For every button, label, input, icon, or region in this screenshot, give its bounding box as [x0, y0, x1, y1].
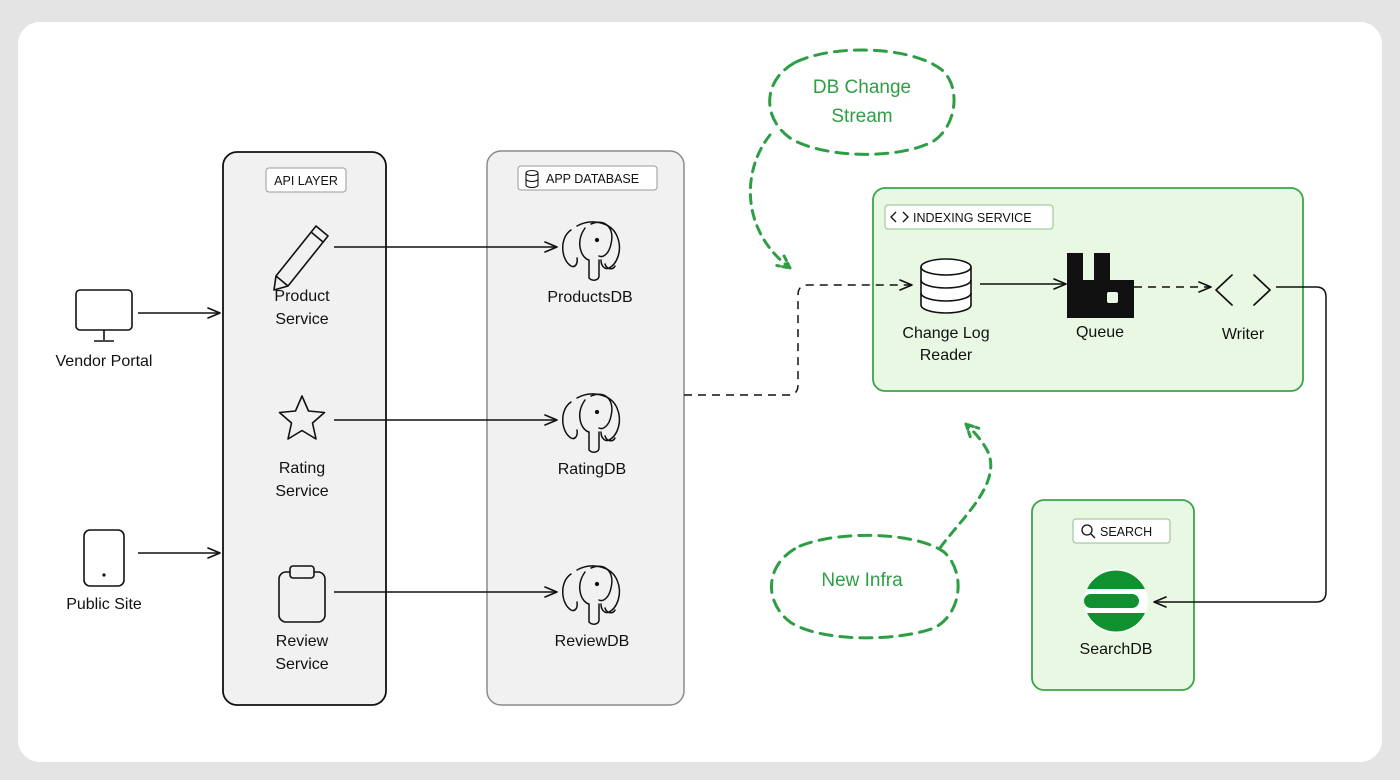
- productsdb-label: ProductsDB: [547, 289, 632, 306]
- searchdb-label: SearchDB: [1080, 641, 1153, 658]
- clipboard-icon: [278, 565, 326, 623]
- api-layer-tag: API LAYER: [265, 167, 347, 193]
- change-log-reader-label-line2: Reader: [920, 347, 973, 364]
- code-icon: [890, 211, 909, 223]
- app-database-tag: APP DATABASE: [517, 165, 658, 191]
- queue-icon: [1067, 253, 1134, 318]
- postgres-icon: [562, 221, 621, 281]
- indexing-service-tag: INDEXING SERVICE: [884, 204, 1054, 230]
- star-icon: [278, 395, 326, 440]
- db-change-stream-label-line2: Stream: [831, 106, 892, 127]
- rating-service-label-line2: Service: [275, 483, 328, 500]
- monitor-icon: [75, 289, 133, 342]
- database-icon: [525, 169, 539, 189]
- writer-to-searchdb-arrow: [1153, 286, 1327, 608]
- product-service-label-line1: Product: [274, 288, 330, 305]
- reviewdb-label: ReviewDB: [555, 633, 630, 650]
- product-service-label-line2: Service: [275, 311, 328, 328]
- api-layer-box: [222, 151, 387, 706]
- app-database-box: [486, 150, 685, 706]
- change-log-reader-label-line1: Change Log: [902, 325, 989, 342]
- db-change-stream-pointer-arrow: [748, 133, 790, 268]
- elasticsearch-icon: [1084, 569, 1148, 633]
- new-infra-pointer-arrow: [938, 424, 993, 550]
- db-change-stream-callout: DB Change Stream: [768, 48, 956, 156]
- postgres-icon: [562, 393, 621, 453]
- postgres-icon: [562, 565, 621, 625]
- new-infra-label: New Infra: [821, 570, 903, 591]
- mobile-icon: [83, 529, 125, 587]
- indexing-service-title: INDEXING SERVICE: [913, 211, 1032, 225]
- search-icon: [1081, 524, 1096, 539]
- change-log-database-icon: [920, 258, 972, 314]
- api-layer-title: API LAYER: [274, 174, 338, 188]
- search-tag: SEARCH: [1072, 518, 1171, 544]
- queue-label: Queue: [1076, 324, 1124, 341]
- ratingdb-label: RatingDB: [558, 461, 626, 478]
- writer-label: Writer: [1222, 326, 1265, 343]
- new-infra-callout: New Infra: [769, 533, 960, 640]
- rating-service-label-line1: Rating: [279, 460, 325, 477]
- review-service-label-line1: Review: [276, 633, 329, 650]
- pencil-icon: [273, 225, 329, 291]
- app-database-title: APP DATABASE: [546, 172, 639, 186]
- vendor-portal-label: Vendor Portal: [56, 353, 153, 370]
- public-site-label: Public Site: [66, 596, 142, 613]
- search-title: SEARCH: [1100, 525, 1152, 539]
- db-change-stream-label-line1: DB Change: [813, 77, 911, 98]
- writer-code-icon: [1215, 274, 1271, 306]
- review-service-label-line2: Service: [275, 656, 328, 673]
